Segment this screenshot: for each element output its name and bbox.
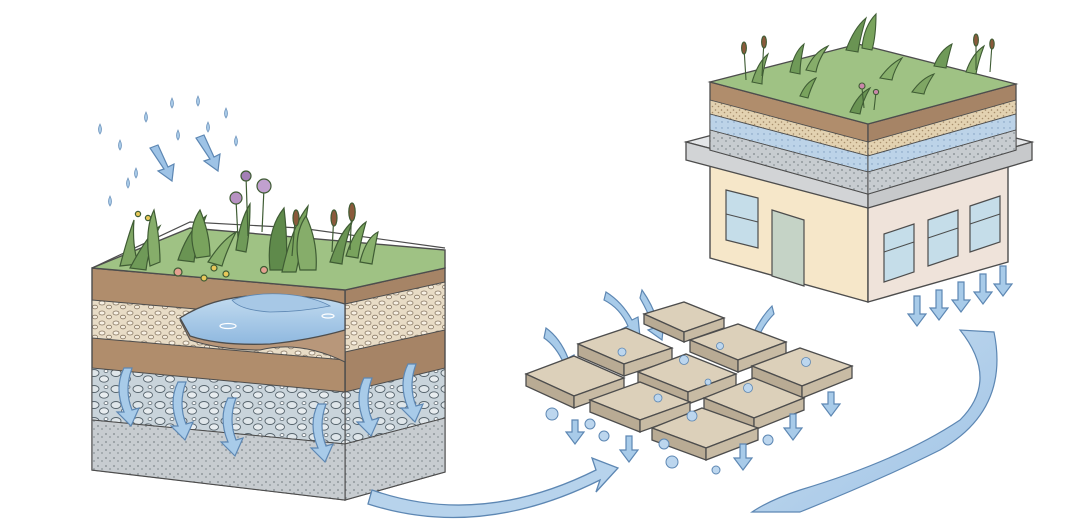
rain-garden-illustration (91, 95, 446, 501)
green-roof-building-illustration (683, 12, 1035, 327)
stream-outflow (750, 329, 998, 513)
paver-tile (650, 407, 760, 461)
paver-tile (642, 301, 726, 344)
rain-drops (98, 95, 238, 207)
paver-tile (688, 323, 788, 373)
infiltration-arrows (115, 363, 425, 464)
paver-tile (524, 355, 626, 410)
green-roof-plants (741, 12, 995, 115)
flow-connector-arrow (367, 456, 620, 519)
paver-drainage (545, 407, 774, 475)
rain-arrows (149, 134, 221, 183)
paver-tile (588, 381, 692, 433)
paver-grid (524, 301, 854, 461)
rain-garden-plants (119, 170, 379, 282)
roof-runoff-arrows (906, 265, 1014, 327)
paver-tile (576, 327, 674, 377)
permeable-paver-illustration (524, 288, 854, 475)
paver-outflow-arrows (564, 391, 842, 471)
paver-tile (750, 347, 854, 399)
